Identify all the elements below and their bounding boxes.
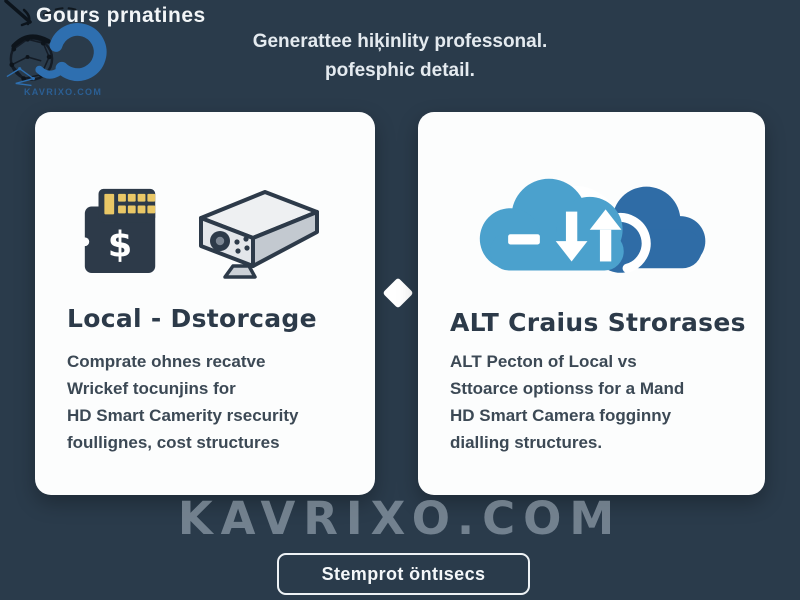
sd-card-icon: $ [80,188,156,274]
local-storage-title: Local - Dstorcage [67,304,317,333]
text-line: Comprate ohnes recatve [67,352,266,371]
text-line: Wrickef tocunjins for [67,379,236,398]
cloud-storage-card: ALT Craius Strorases ALT Pecton of Local… [418,112,765,495]
local-storage-icons: $ [77,180,327,280]
tagline-line2: pofesphic detail. [325,60,475,81]
diamond-icon [382,277,414,309]
cloud-storage-description: ALT Pecton of Local vs Sttoarce optionss… [450,348,684,456]
dollar-symbol: $ [108,224,132,265]
cloud-storage-icons [456,164,728,305]
text-line: ALT Pecton of Local vs [450,352,637,371]
local-storage-description: Comprate ohnes recatve Wrickef tocunjins… [67,348,298,456]
footer-button[interactable]: Stemprot öntısecs [277,553,530,595]
cloud-storage-title: ALT Craius Strorases [450,308,746,337]
brand-domain-text: KAVRIXO.COM [24,87,103,97]
download-arrow-glyph [555,211,588,262]
text-line: dialling structures. [450,433,603,452]
text-line: HD Smart Camerity rsecurity [67,406,299,425]
tagline: Generattee hiķinlity professonal. pofesp… [180,29,620,83]
cloud-sync-icon [479,178,706,273]
local-storage-card: $ Local - Dstorcage Comprate ohnes [35,112,375,495]
tagline-line1: Generattee hiķinlity professonal. [252,31,548,52]
text-line: foullignes, cost structures [67,433,280,452]
camera-device-icon [199,190,319,279]
brand-title: Gours prnatines [36,4,206,27]
brand-logo-icon [6,23,107,87]
upload-arrow-glyph [589,209,622,262]
text-line: HD Smart Camera fogginny [450,406,672,425]
minus-glyph [508,234,540,245]
sketch-arrow-icon [4,0,83,27]
watermark: KAVRIXO.COM [177,492,623,545]
text-line: Sttoarce optionss for a Mand [450,379,685,398]
